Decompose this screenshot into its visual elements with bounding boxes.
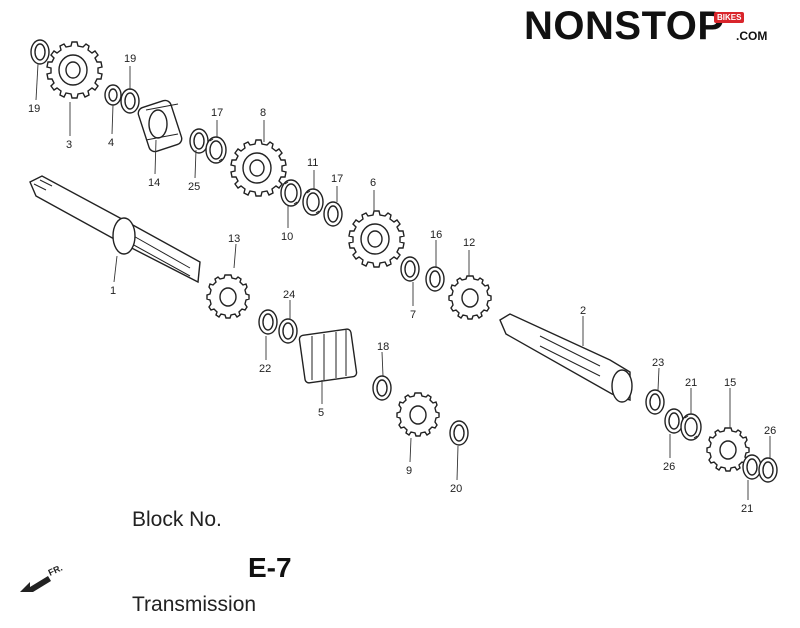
part-11-bearing [302, 188, 324, 216]
part-6-gear [348, 210, 405, 268]
callout-3: 3 [66, 139, 72, 151]
callout-20: 20 [450, 483, 462, 495]
callout-23: 23 [652, 357, 664, 369]
callout-1: 1 [110, 285, 116, 297]
part-19-washer-left [30, 39, 50, 65]
part-12-gear [448, 275, 492, 320]
part-17-bearing-upper [205, 136, 227, 164]
callout-26-right: 26 [764, 425, 776, 437]
part-13-gear [206, 274, 250, 319]
callout-5: 5 [318, 407, 324, 419]
callout-10: 10 [281, 231, 293, 243]
part-26-washer-left [664, 408, 684, 434]
callout-6: 6 [370, 177, 376, 189]
callout-17-mid: 17 [331, 173, 343, 185]
callout-8: 8 [260, 107, 266, 119]
block-number-label: Block No. [132, 508, 222, 531]
callout-14: 14 [148, 177, 160, 189]
callout-9: 9 [406, 465, 412, 477]
part-17-washer-mid [323, 201, 343, 227]
callout-4: 4 [108, 137, 114, 149]
callout-26-left: 26 [663, 461, 675, 473]
callout-2: 2 [580, 305, 586, 317]
part-16-washer [425, 266, 445, 292]
section-title: Transmission [132, 593, 257, 616]
callout-25: 25 [188, 181, 200, 193]
leader-lines [35, 63, 771, 500]
callout-16: 16 [430, 229, 442, 241]
logo-domain: .COM [736, 29, 768, 43]
part-1-mainshaft [29, 175, 201, 284]
callout-12: 12 [463, 237, 475, 249]
callout-numbers: 19 3 4 19 14 25 17 8 10 11 17 6 1 13 7 1… [28, 53, 776, 515]
part-14-gear-spline [137, 99, 183, 153]
front-direction-arrow-icon: FR. [20, 563, 64, 592]
callout-21-lower: 21 [741, 503, 753, 515]
logo-wordmark: NONSTOP [524, 4, 725, 48]
part-18-washer [372, 375, 392, 401]
callout-21-upper: 21 [685, 377, 697, 389]
part-9-gear [396, 392, 440, 437]
callout-13: 13 [228, 233, 240, 245]
part-7-bushing [400, 256, 420, 282]
block-code: E-7 [248, 552, 292, 583]
callout-22: 22 [259, 363, 271, 375]
callout-15: 15 [724, 377, 736, 389]
logo-badge: BIKES [714, 12, 745, 23]
part-26-washer-right [758, 457, 778, 483]
part-25-washer [189, 128, 209, 154]
part-21-bearing-upper [680, 413, 702, 441]
part-20-washer [449, 420, 469, 446]
part-10-bushing [280, 179, 302, 207]
front-direction-label: FR. [47, 563, 64, 578]
nonstop-bikes-logo: NONSTOP BIKES .COM [524, 4, 790, 48]
part-22-washer [258, 309, 278, 335]
callout-19-left: 19 [28, 103, 40, 115]
part-8-gear [230, 139, 287, 197]
part-24-washer [278, 318, 298, 344]
part-4-bushing [104, 84, 122, 106]
callout-7: 7 [410, 309, 416, 321]
part-23-washer [645, 389, 665, 415]
callout-24: 24 [283, 289, 295, 301]
part-21-washer-lower [742, 454, 762, 480]
callout-18: 18 [377, 341, 389, 353]
callout-11: 11 [307, 157, 318, 169]
part-2-countershaft [499, 313, 633, 403]
callout-19-right: 19 [124, 53, 136, 65]
callout-17-upper: 17 [211, 107, 223, 119]
part-19-washer-right [120, 88, 140, 114]
part-5-gear-cluster [298, 328, 358, 384]
part-3-gear [46, 41, 103, 99]
